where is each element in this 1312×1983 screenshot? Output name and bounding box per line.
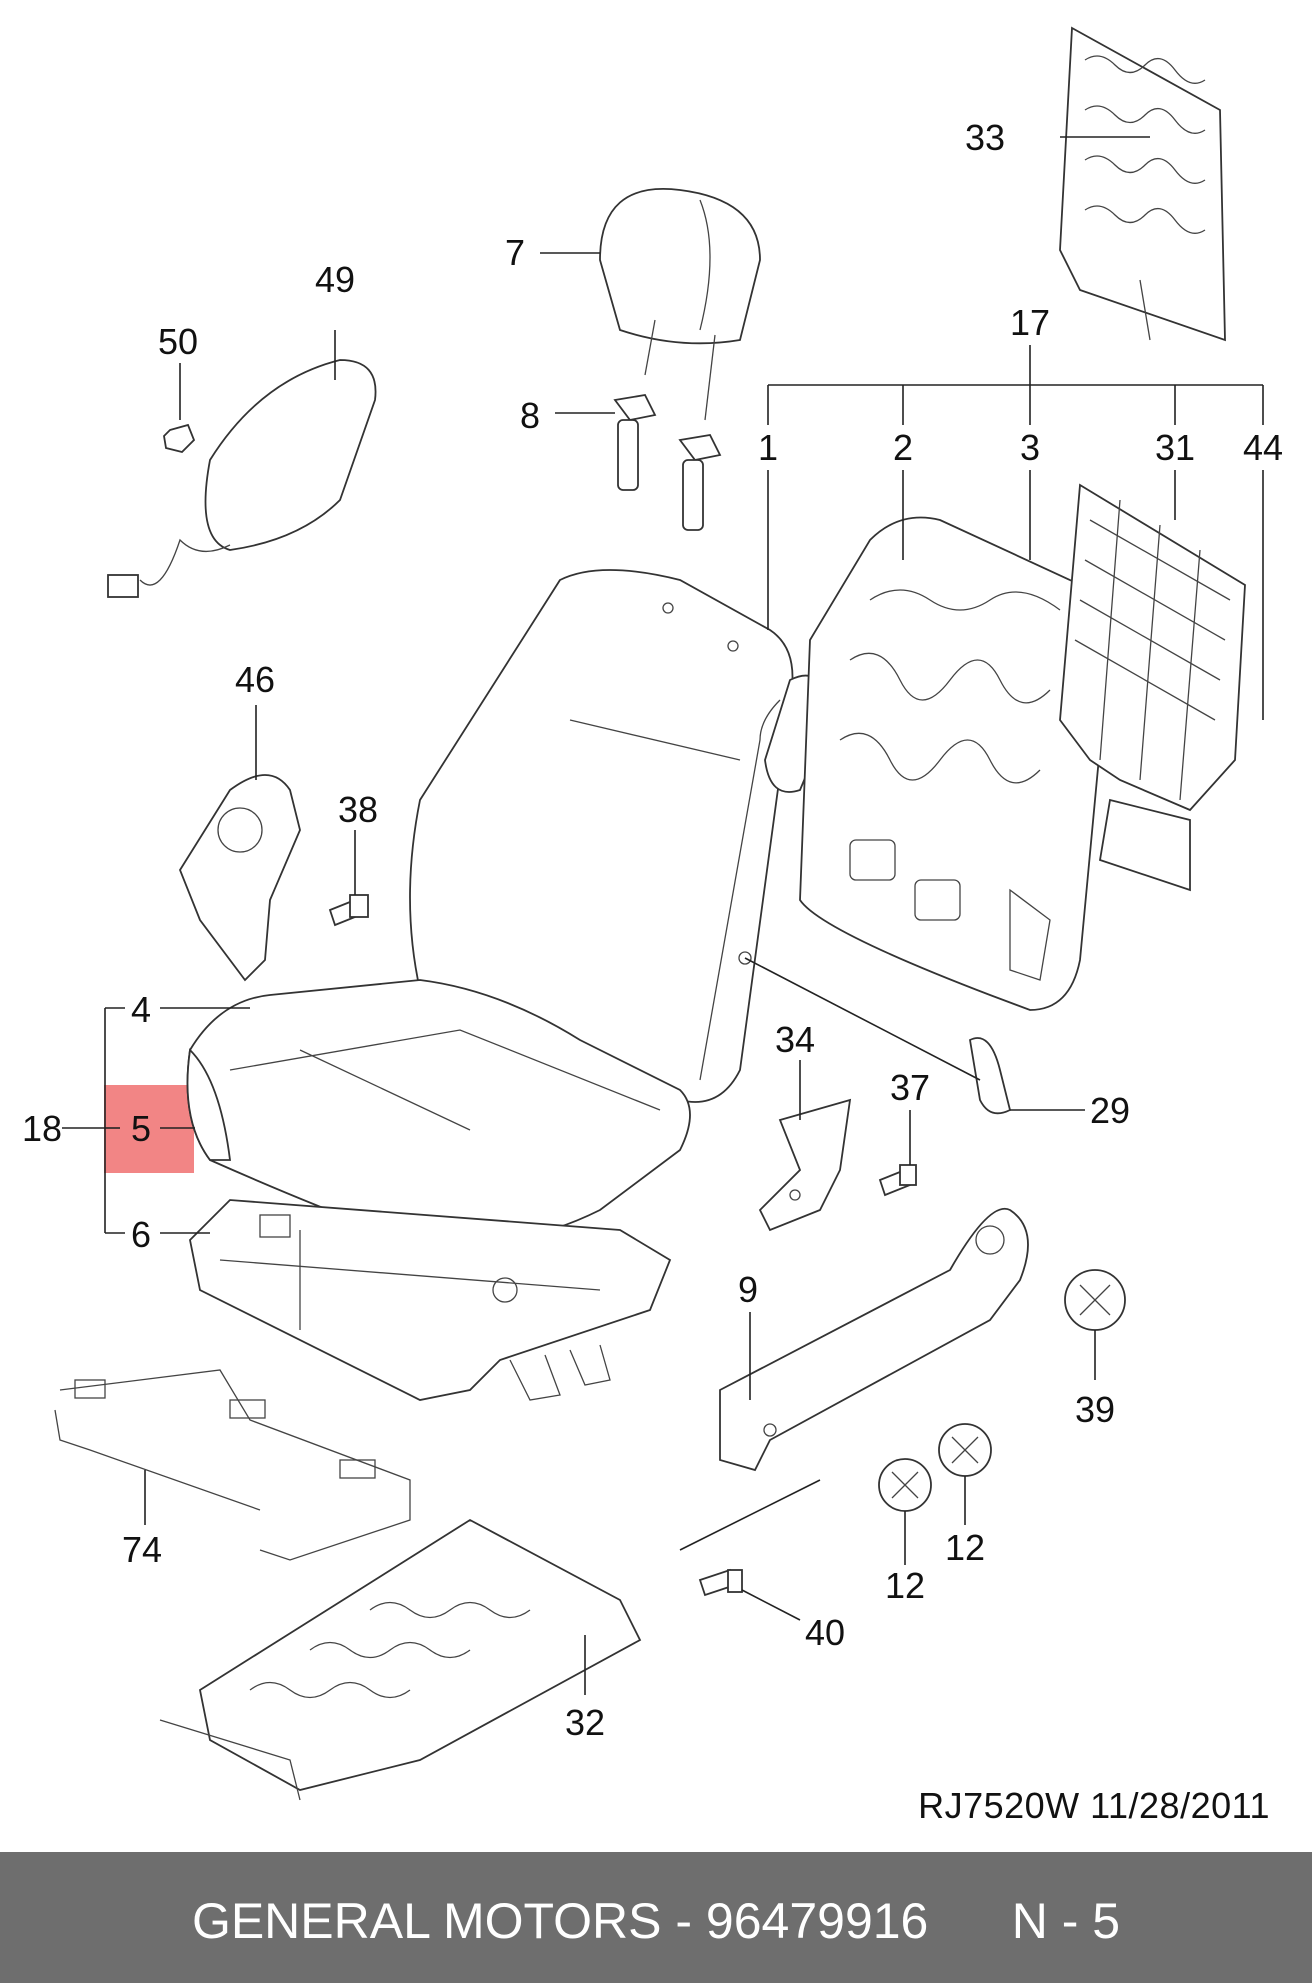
callout-3: 3 (1020, 427, 1040, 468)
screw-40 (698, 1568, 743, 1597)
bracket-34 (758, 1098, 852, 1232)
side-shield-9 (719, 1207, 1029, 1472)
callout-50: 50 (158, 321, 198, 362)
seat-cushion (186, 979, 691, 1243)
headrest (599, 188, 761, 421)
seat-back-cushion (409, 569, 794, 1103)
callout-46: 46 (235, 659, 275, 700)
knob-12-a (878, 1458, 932, 1512)
side-cover (178, 774, 301, 982)
callout-7: 7 (505, 232, 525, 273)
callout-12-a: 12 (885, 1565, 925, 1606)
seat-back-panel (1059, 483, 1246, 892)
wire-frame-74 (54, 1369, 411, 1561)
leader-lines (62, 136, 1264, 1695)
callout-8: 8 (520, 395, 540, 436)
drawing-reference: RJ7520W 11/28/2011 (918, 1785, 1270, 1826)
footer-bar: GENERAL MOTORS - 96479916 N - 5 (0, 1852, 1312, 1983)
callout-44: 44 (1243, 427, 1283, 468)
seat-back-frame (799, 516, 1111, 1011)
footer-text: GENERAL MOTORS - 96479916 N - 5 (191, 1893, 1121, 1949)
callout-1: 1 (758, 427, 778, 468)
callout-9: 9 (738, 1269, 758, 1310)
callout-32: 32 (565, 1702, 605, 1743)
recliner-handle (969, 1037, 1012, 1115)
seat-exploded-diagram: 33 7 49 50 8 17 1 2 3 31 44 46 38 4 18 5… (22, 26, 1283, 1801)
callout-33: 33 (965, 117, 1005, 158)
callout-4: 4 (131, 989, 151, 1030)
screw-38 (328, 894, 369, 927)
screw-37 (878, 1164, 917, 1197)
knob-12-b (938, 1423, 992, 1477)
callout-38: 38 (338, 789, 378, 830)
callout-2: 2 (893, 427, 913, 468)
callout-39: 39 (1075, 1389, 1115, 1430)
seat-cushion-frame (189, 1199, 672, 1401)
callout-5: 5 (131, 1108, 151, 1149)
callout-29: 29 (1090, 1090, 1130, 1131)
selected-part-highlight (104, 1085, 194, 1173)
callout-18: 18 (22, 1108, 62, 1149)
cushion-heater-mat (159, 1518, 642, 1801)
knob-39 (1064, 1269, 1126, 1331)
callout-40: 40 (805, 1612, 845, 1653)
callout-31: 31 (1155, 427, 1195, 468)
armrest (107, 359, 377, 598)
callout-49: 49 (315, 259, 355, 300)
headrest-guides (613, 394, 722, 531)
callout-37: 37 (890, 1067, 930, 1108)
callout-34: 34 (775, 1019, 815, 1060)
callout-17: 17 (1010, 302, 1050, 343)
callout-12-b: 12 (945, 1527, 985, 1568)
back-heater-mat (1059, 26, 1226, 342)
callout-74: 74 (122, 1529, 162, 1570)
callout-6: 6 (131, 1214, 151, 1255)
